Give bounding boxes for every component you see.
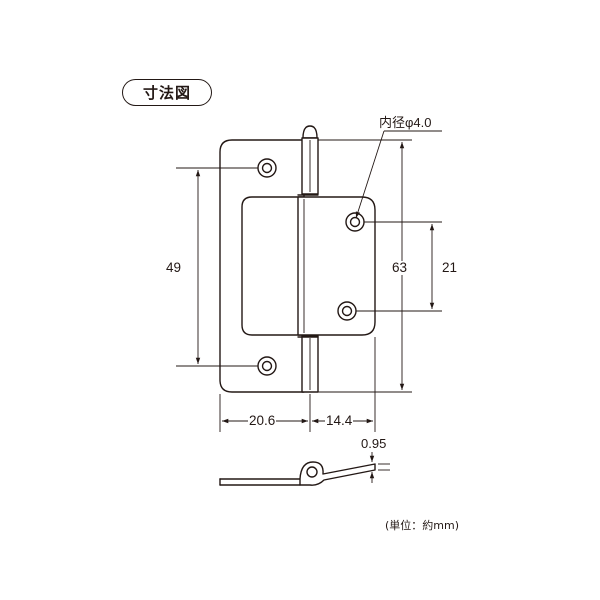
- width-right-label: 14.4: [325, 413, 354, 428]
- hinge-knuckle: [301, 125, 319, 393]
- height-right-holes-label: 21: [442, 260, 458, 275]
- hole-diameter-leader: [355, 130, 385, 219]
- height-total-label: 63: [391, 260, 409, 275]
- dimension-0.95: [369, 452, 390, 483]
- diagram-title: 寸法図: [122, 79, 212, 106]
- dimension-49: [176, 167, 258, 367]
- dimension-21: [356, 221, 442, 312]
- lower-right-hole: [337, 301, 357, 321]
- width-left-label: 20.6: [248, 413, 277, 428]
- upper-left-hole: [257, 158, 277, 178]
- left-leaf-outline: [219, 139, 305, 393]
- thickness-label: 0.95: [361, 436, 387, 451]
- hinge-side-view: [219, 461, 376, 486]
- lower-left-hole: [257, 356, 277, 376]
- upper-right-hole: [345, 212, 365, 232]
- unit-note: (単位：約mm): [385, 519, 460, 532]
- height-holes-label: 49: [166, 260, 182, 275]
- left-leaf-cutout: [241, 196, 305, 336]
- hole-diameter-label: 内径φ4.0: [378, 115, 433, 130]
